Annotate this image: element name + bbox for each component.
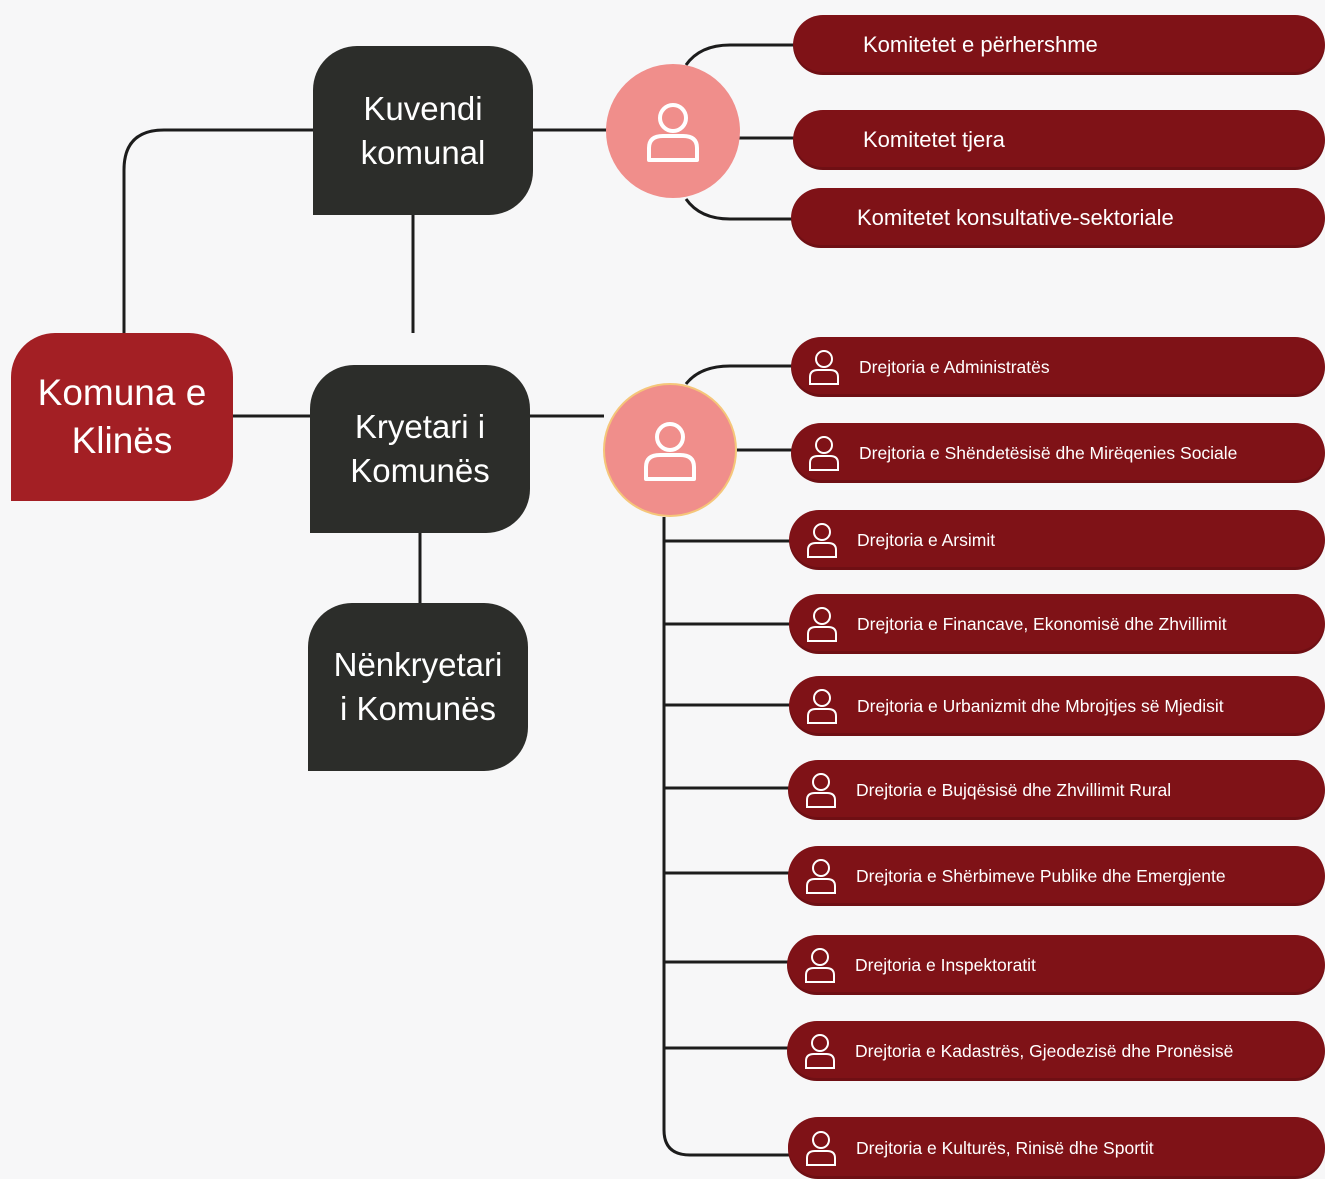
connector-hub-committee-1 — [684, 43, 795, 66]
directorate-item: Drejtoria e Financave, Ekonomisë dhe Zhv… — [789, 594, 1325, 654]
directorate-item: Drejtoria e Kadastrës, Gjeodezisë dhe Pr… — [787, 1021, 1325, 1081]
connector-trunk — [662, 517, 795, 1157]
person-outline-icon — [801, 946, 839, 984]
connector-hub-committee-3 — [684, 198, 795, 221]
directorate-item: Drejtoria e Kulturës, Rinisë dhe Sportit — [788, 1117, 1325, 1179]
node-komuna: Komuna e Klinës — [11, 333, 233, 501]
person-outline-icon — [805, 434, 843, 472]
directorate-item: Drejtoria e Bujqësisë dhe Zhvillimit Rur… — [788, 760, 1325, 820]
node-kuvendi-label: Kuvendi komunal — [360, 89, 486, 171]
committee-item: Komitetet e përhershme — [793, 15, 1325, 75]
node-nenkryetari: Nënkryetari i Komunës — [308, 603, 528, 771]
committee-label: Komitetet e përhershme — [863, 32, 1098, 57]
directorate-label: Drejtoria e Shëndetësisë dhe Mirëqenies … — [859, 442, 1238, 463]
directorate-label: Drejtoria e Administratës — [859, 356, 1050, 377]
node-nenkryetari-label: Nënkryetari i Komunës — [333, 646, 503, 727]
person-icon — [647, 103, 699, 162]
person-outline-icon — [801, 1032, 839, 1070]
connector-hub-dir-1 — [684, 364, 795, 385]
directorate-label: Drejtoria e Inspektoratit — [855, 954, 1036, 975]
committee-item: Komitetet konsultative-sektoriale — [791, 188, 1325, 248]
committee-item: Komitetet tjera — [793, 110, 1325, 170]
node-komuna-label: Komuna e Klinës — [37, 372, 207, 461]
directorate-label: Drejtoria e Financave, Ekonomisë dhe Zhv… — [857, 613, 1227, 634]
person-outline-icon — [802, 857, 840, 895]
committee-label: Komitetet tjera — [863, 127, 1005, 152]
directorate-label: Drejtoria e Bujqësisë dhe Zhvillimit Rur… — [856, 779, 1172, 800]
directorate-item: Drejtoria e Urbanizmit dhe Mbrojtjes së … — [789, 676, 1325, 736]
node-kryetari-label: Kryetari i Komunës — [350, 408, 490, 489]
person-outline-icon — [803, 521, 841, 559]
person-icon — [644, 422, 696, 481]
person-outline-icon — [803, 605, 841, 643]
directorate-label: Drejtoria e Kadastrës, Gjeodezisë dhe Pr… — [855, 1040, 1234, 1061]
hub-assembly — [606, 64, 740, 198]
person-outline-icon — [803, 687, 841, 725]
directorate-label: Drejtoria e Arsimit — [857, 529, 996, 550]
directorate-label: Drejtoria e Shërbimeve Publike dhe Emerg… — [856, 865, 1226, 886]
node-kuvendi: Kuvendi komunal — [313, 46, 533, 215]
committee-label: Komitetet konsultative-sektoriale — [857, 205, 1174, 230]
person-outline-icon — [805, 348, 843, 386]
node-kryetari: Kryetari i Komunës — [310, 365, 530, 533]
hub-mayor — [603, 383, 737, 517]
person-outline-icon — [802, 1129, 840, 1167]
directorate-item: Drejtoria e Shëndetësisë dhe Mirëqenies … — [791, 423, 1325, 483]
directorate-label: Drejtoria e Kulturës, Rinisë dhe Sportit — [856, 1137, 1154, 1158]
directorate-item: Drejtoria e Inspektoratit — [787, 935, 1325, 995]
directorate-item: Drejtoria e Arsimit — [789, 510, 1325, 570]
directorate-item: Drejtoria e Administratës — [791, 337, 1325, 397]
directorate-item: Drejtoria e Shërbimeve Publike dhe Emerg… — [788, 846, 1325, 906]
person-outline-icon — [802, 771, 840, 809]
connector-root-assembly — [122, 128, 315, 333]
directorate-label: Drejtoria e Urbanizmit dhe Mbrojtjes së … — [857, 695, 1224, 716]
